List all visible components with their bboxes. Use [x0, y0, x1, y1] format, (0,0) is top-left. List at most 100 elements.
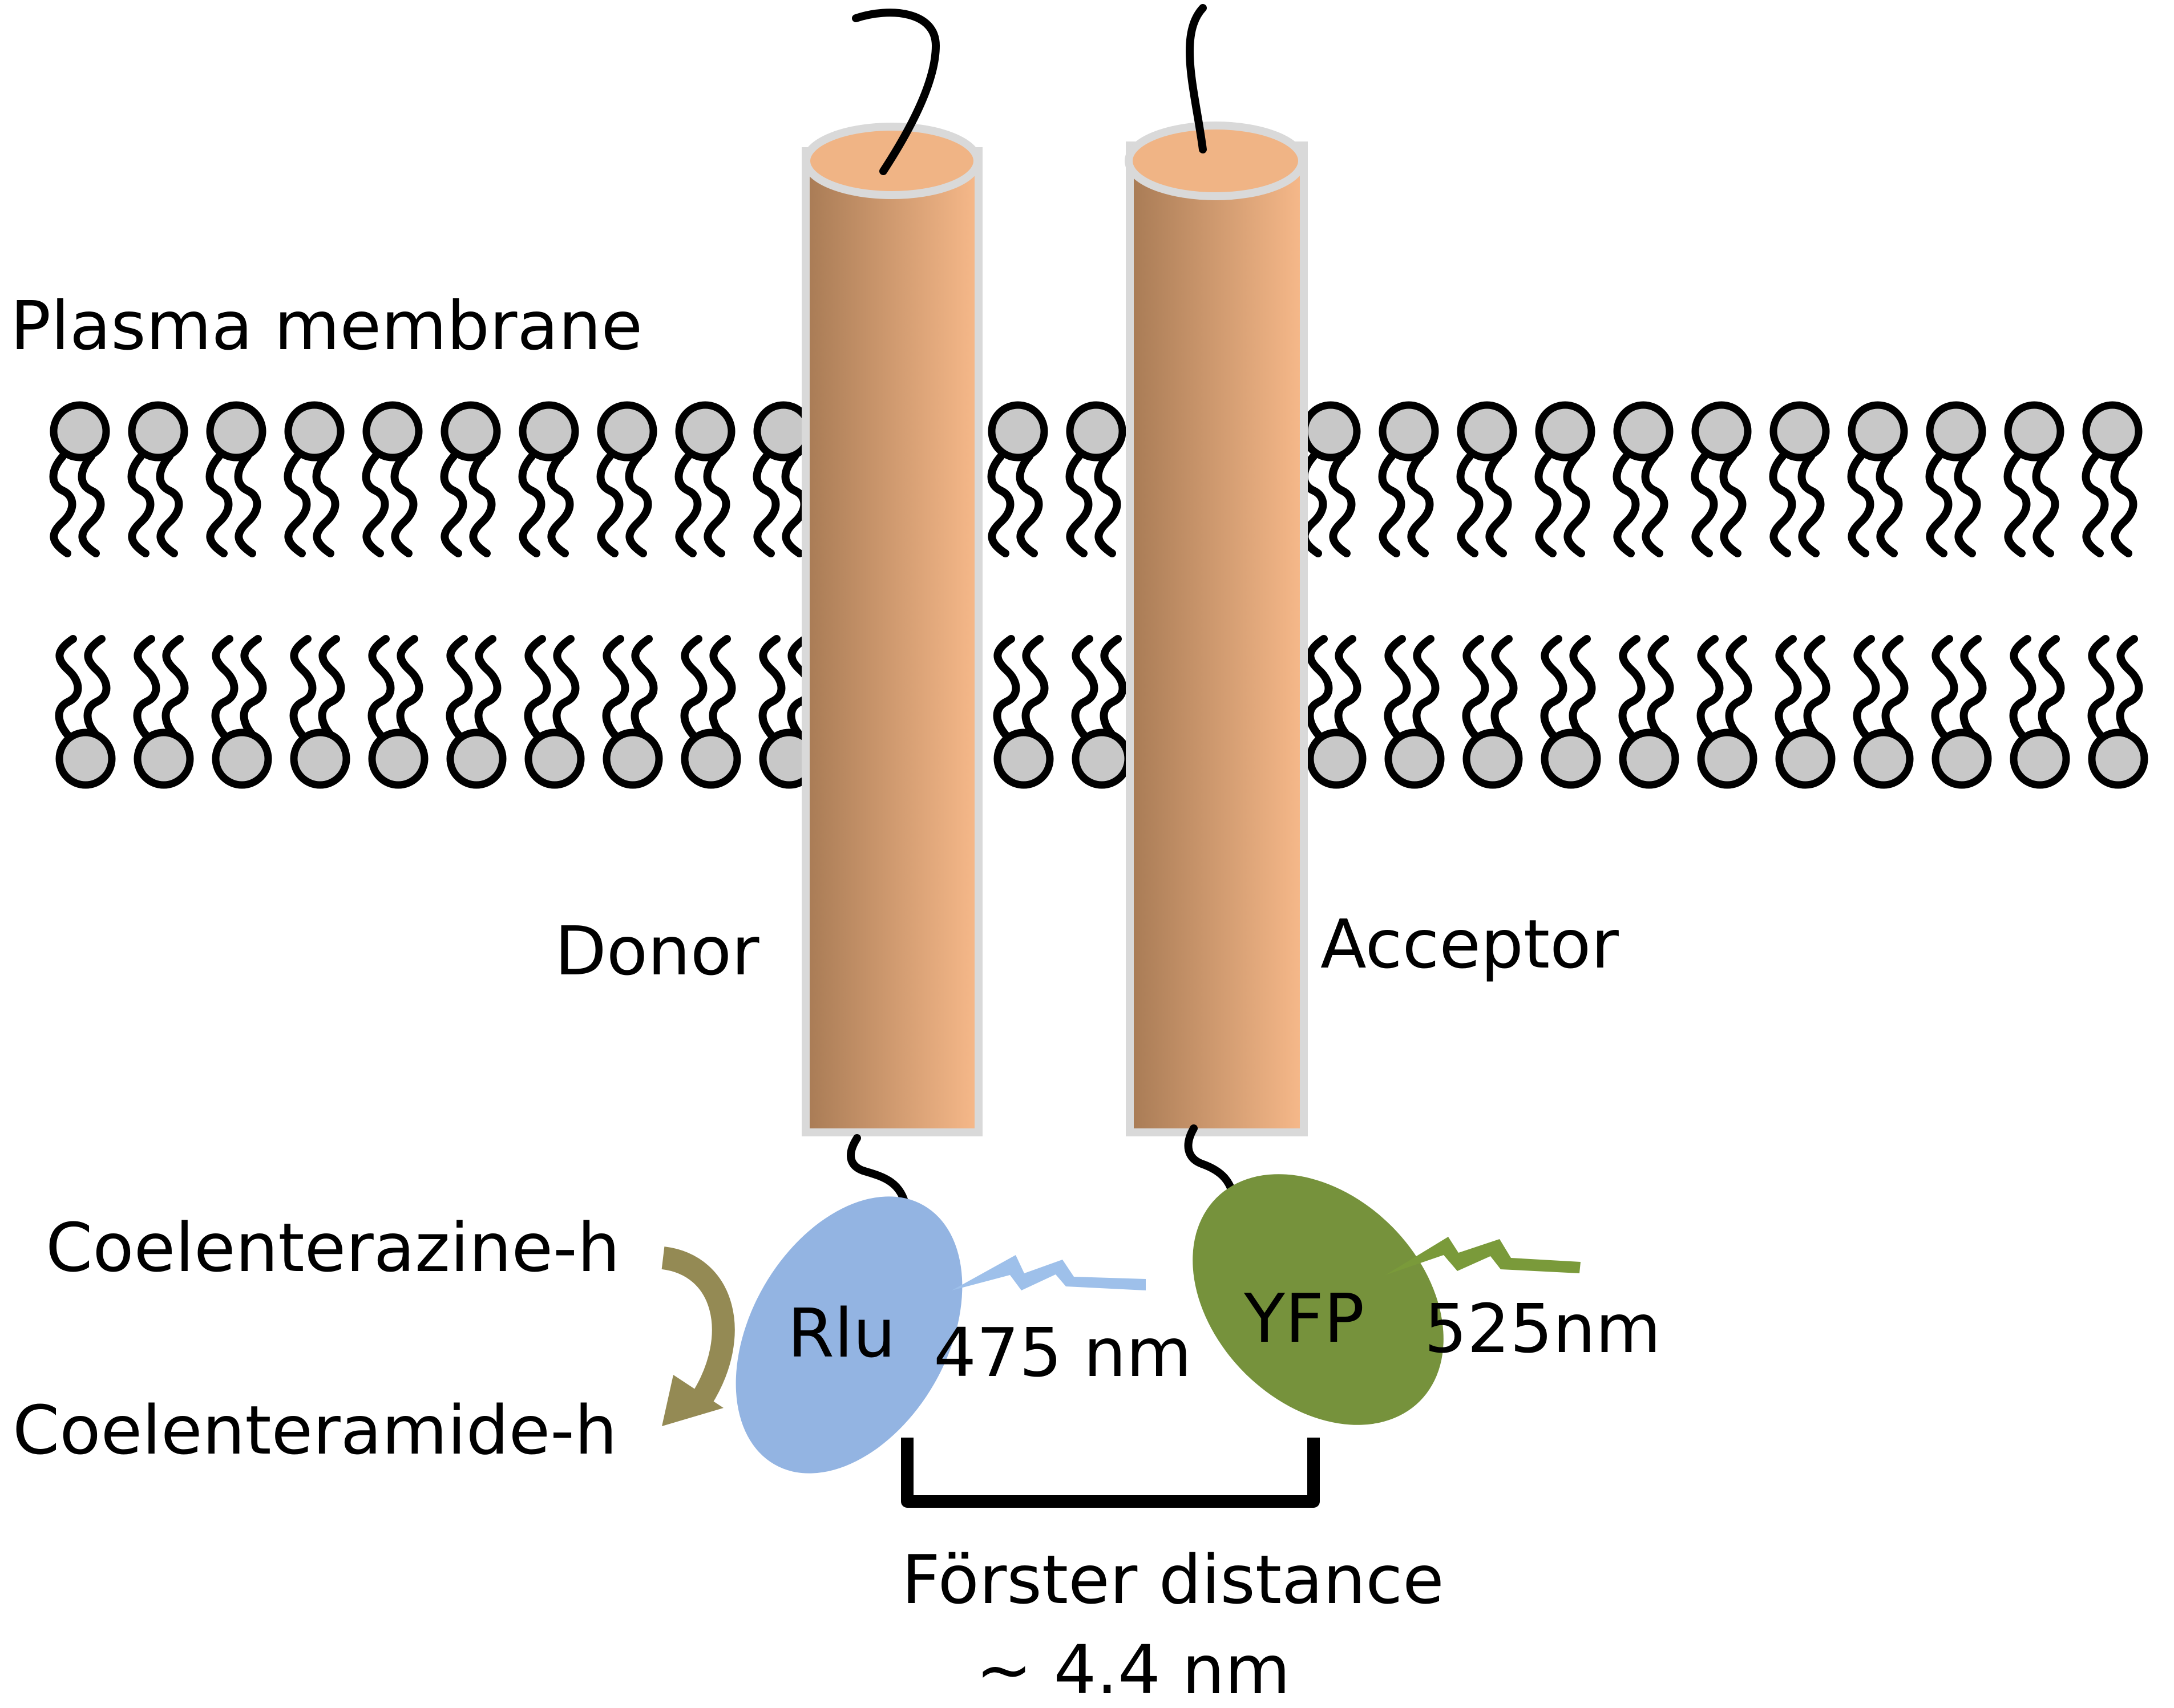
lipid-upper	[1691, 401, 1752, 557]
lipid-upper	[2003, 401, 2064, 557]
donor-emission-bolt	[952, 1255, 1146, 1290]
lipid-head	[2088, 728, 2148, 789]
lipid-bilayer	[49, 401, 2148, 789]
lipid-tail	[1378, 452, 1405, 557]
lipid-upper	[362, 401, 423, 557]
lipid-head	[368, 728, 429, 789]
lipid-tail	[367, 635, 395, 740]
lipid-lower	[133, 635, 194, 789]
lipid-tail	[1485, 452, 1512, 557]
lipid-head	[993, 728, 1054, 789]
forster-bracket	[901, 1438, 1320, 1508]
lipid-tail	[1959, 635, 1987, 740]
acceptor-helix-top	[1125, 122, 1306, 200]
lipid-tail	[781, 452, 809, 557]
lipid-head	[290, 728, 350, 789]
lipid-head	[2010, 728, 2070, 789]
lipid-upper	[440, 401, 501, 557]
lipid-tail	[674, 452, 702, 557]
lipid-head	[2082, 401, 2143, 462]
forster-distance-label: Förster distance	[902, 1540, 1444, 1619]
lipid-lower	[1462, 635, 1523, 789]
lipid-tail	[205, 452, 233, 557]
lipid-head	[1541, 728, 1601, 789]
lipid-tail	[547, 452, 574, 557]
lipid-head	[55, 728, 116, 789]
lipid-tail	[602, 635, 629, 740]
lipid-lower	[367, 635, 429, 789]
lipid-tail	[1876, 452, 1903, 557]
lipid-tail	[1613, 452, 1640, 557]
lipid-tail	[2038, 635, 2065, 740]
lipid-tail	[1569, 635, 1596, 740]
lipid-lower	[1696, 635, 1757, 789]
lipid-lower	[1306, 635, 1367, 789]
lipid-lower	[1853, 635, 1914, 789]
lipid-tail	[1334, 635, 1361, 740]
lipid-lower	[1775, 635, 1836, 789]
reaction-arrow	[661, 1246, 735, 1426]
lipid-upper	[1847, 401, 1908, 557]
yfp-protein	[1193, 1174, 1444, 1425]
acceptor-helix	[1125, 4, 1308, 1209]
donor-emission-label: 475 nm	[934, 1313, 1191, 1392]
lipid-upper	[205, 401, 266, 557]
lipid-head	[1775, 728, 1836, 789]
lipid-upper	[596, 401, 657, 557]
acceptor-emission-bolt	[1385, 1237, 1581, 1275]
lipid-head	[441, 401, 501, 462]
lipid-head	[1848, 401, 1908, 462]
donor-helix-body	[802, 147, 983, 1136]
lipid-tail	[1618, 635, 1646, 740]
lipid-tail	[2116, 635, 2143, 740]
lipid-head	[284, 401, 345, 462]
lipid-lower	[2087, 635, 2148, 789]
lipid-tail	[289, 635, 317, 740]
lipid-tail	[709, 635, 736, 740]
lipid-tail	[240, 635, 267, 740]
lipid-tail	[1534, 452, 1562, 557]
lipid-tail	[1641, 452, 1668, 557]
lipid-tail	[1775, 635, 1802, 740]
lipid-head	[1769, 401, 1830, 462]
lipid-tail	[1803, 635, 1830, 740]
lipid-lower	[2009, 635, 2070, 789]
donor-n-terminus	[852, 9, 940, 175]
lipid-lower	[602, 635, 663, 789]
lipid-lower	[446, 635, 507, 789]
lipid-tail	[758, 635, 786, 740]
lipid-lower	[1540, 635, 1601, 789]
lipid-lower	[1931, 635, 1992, 789]
lipid-upper	[518, 401, 579, 557]
lipid-tail	[1071, 635, 1098, 740]
lipid-head	[1691, 401, 1752, 462]
rlu-label: Rlu	[787, 1294, 896, 1373]
lipid-head	[1300, 401, 1361, 462]
lipid-tail	[987, 452, 1015, 557]
lipid-head	[519, 401, 579, 462]
lipid-tail	[1065, 452, 1093, 557]
lipid-head	[1931, 728, 1992, 789]
lipid-lower	[211, 635, 272, 789]
membrane-label: Plasma membrane	[10, 286, 642, 365]
lipid-tail	[993, 635, 1020, 740]
lipid-tail	[2009, 635, 2036, 740]
lipid-tail	[518, 452, 545, 557]
lower-leaflet	[55, 635, 2148, 789]
lipid-tail	[468, 452, 496, 557]
acceptor-emission-label: 525nm	[1424, 1289, 1661, 1368]
lipid-lower	[524, 635, 585, 789]
lipid-head	[362, 401, 423, 462]
donor-helix	[802, 9, 983, 1212]
upper-leaflet	[49, 401, 2143, 557]
lipid-lower	[1071, 635, 1132, 789]
lipid-tail	[1407, 452, 1434, 557]
lipid-tail	[133, 635, 160, 740]
lipid-tail	[1719, 452, 1747, 557]
reaction-arrow-shaft	[661, 1246, 735, 1405]
lipid-head	[1613, 401, 1674, 462]
lipid-head	[1697, 728, 1757, 789]
acceptor-n-terminus	[1185, 4, 1207, 153]
lipid-tail	[156, 452, 183, 557]
lipid-tail	[1954, 452, 1981, 557]
